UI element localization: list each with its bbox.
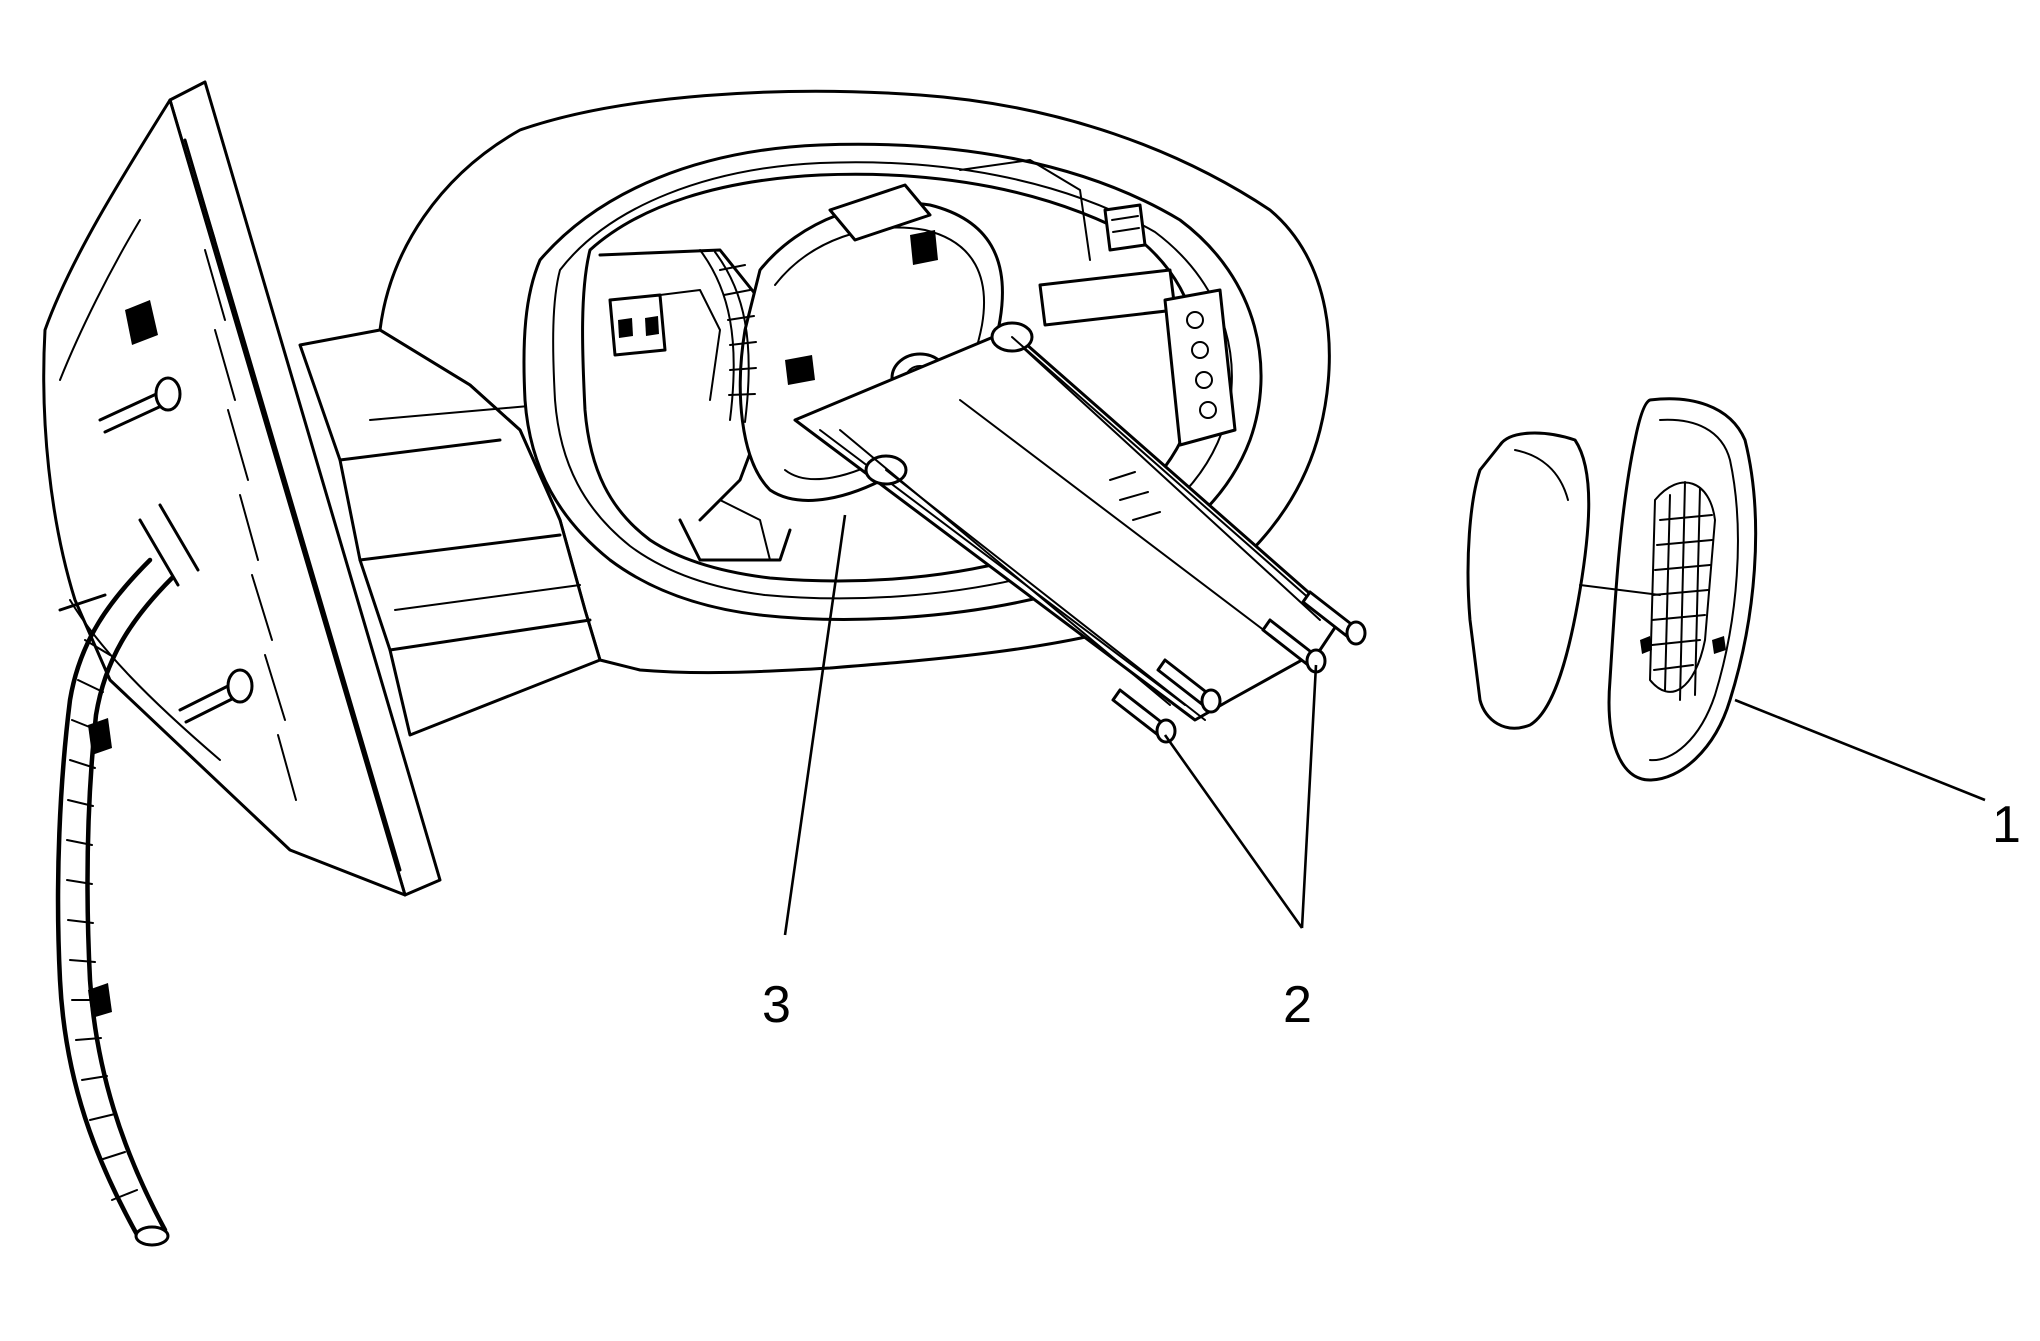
leader-line-1 — [1734, 698, 1986, 802]
heater-grid — [1649, 481, 1716, 701]
leader-line-3 — [783, 514, 847, 936]
callout-1: 1 — [1992, 796, 2021, 854]
screw-guide-line-b — [1011, 336, 1346, 631]
leader-line-2 — [1163, 664, 1318, 929]
screw-guide-line-d — [839, 429, 1171, 706]
mirror-glass — [1466, 397, 1758, 782]
screw-2 — [1156, 658, 1222, 714]
glass-bracket-plate — [793, 321, 1342, 722]
screw-guide-line-c — [959, 399, 1291, 651]
mount-stud-lower — [178, 668, 254, 724]
screw-4 — [1301, 590, 1367, 646]
callout-3: 3 — [762, 976, 791, 1034]
mount-stud-upper — [98, 376, 182, 434]
screw-3 — [1261, 618, 1327, 674]
wiring-harness — [55, 503, 200, 1247]
screw-1 — [1111, 688, 1177, 744]
callout-2: 2 — [1283, 976, 1312, 1034]
